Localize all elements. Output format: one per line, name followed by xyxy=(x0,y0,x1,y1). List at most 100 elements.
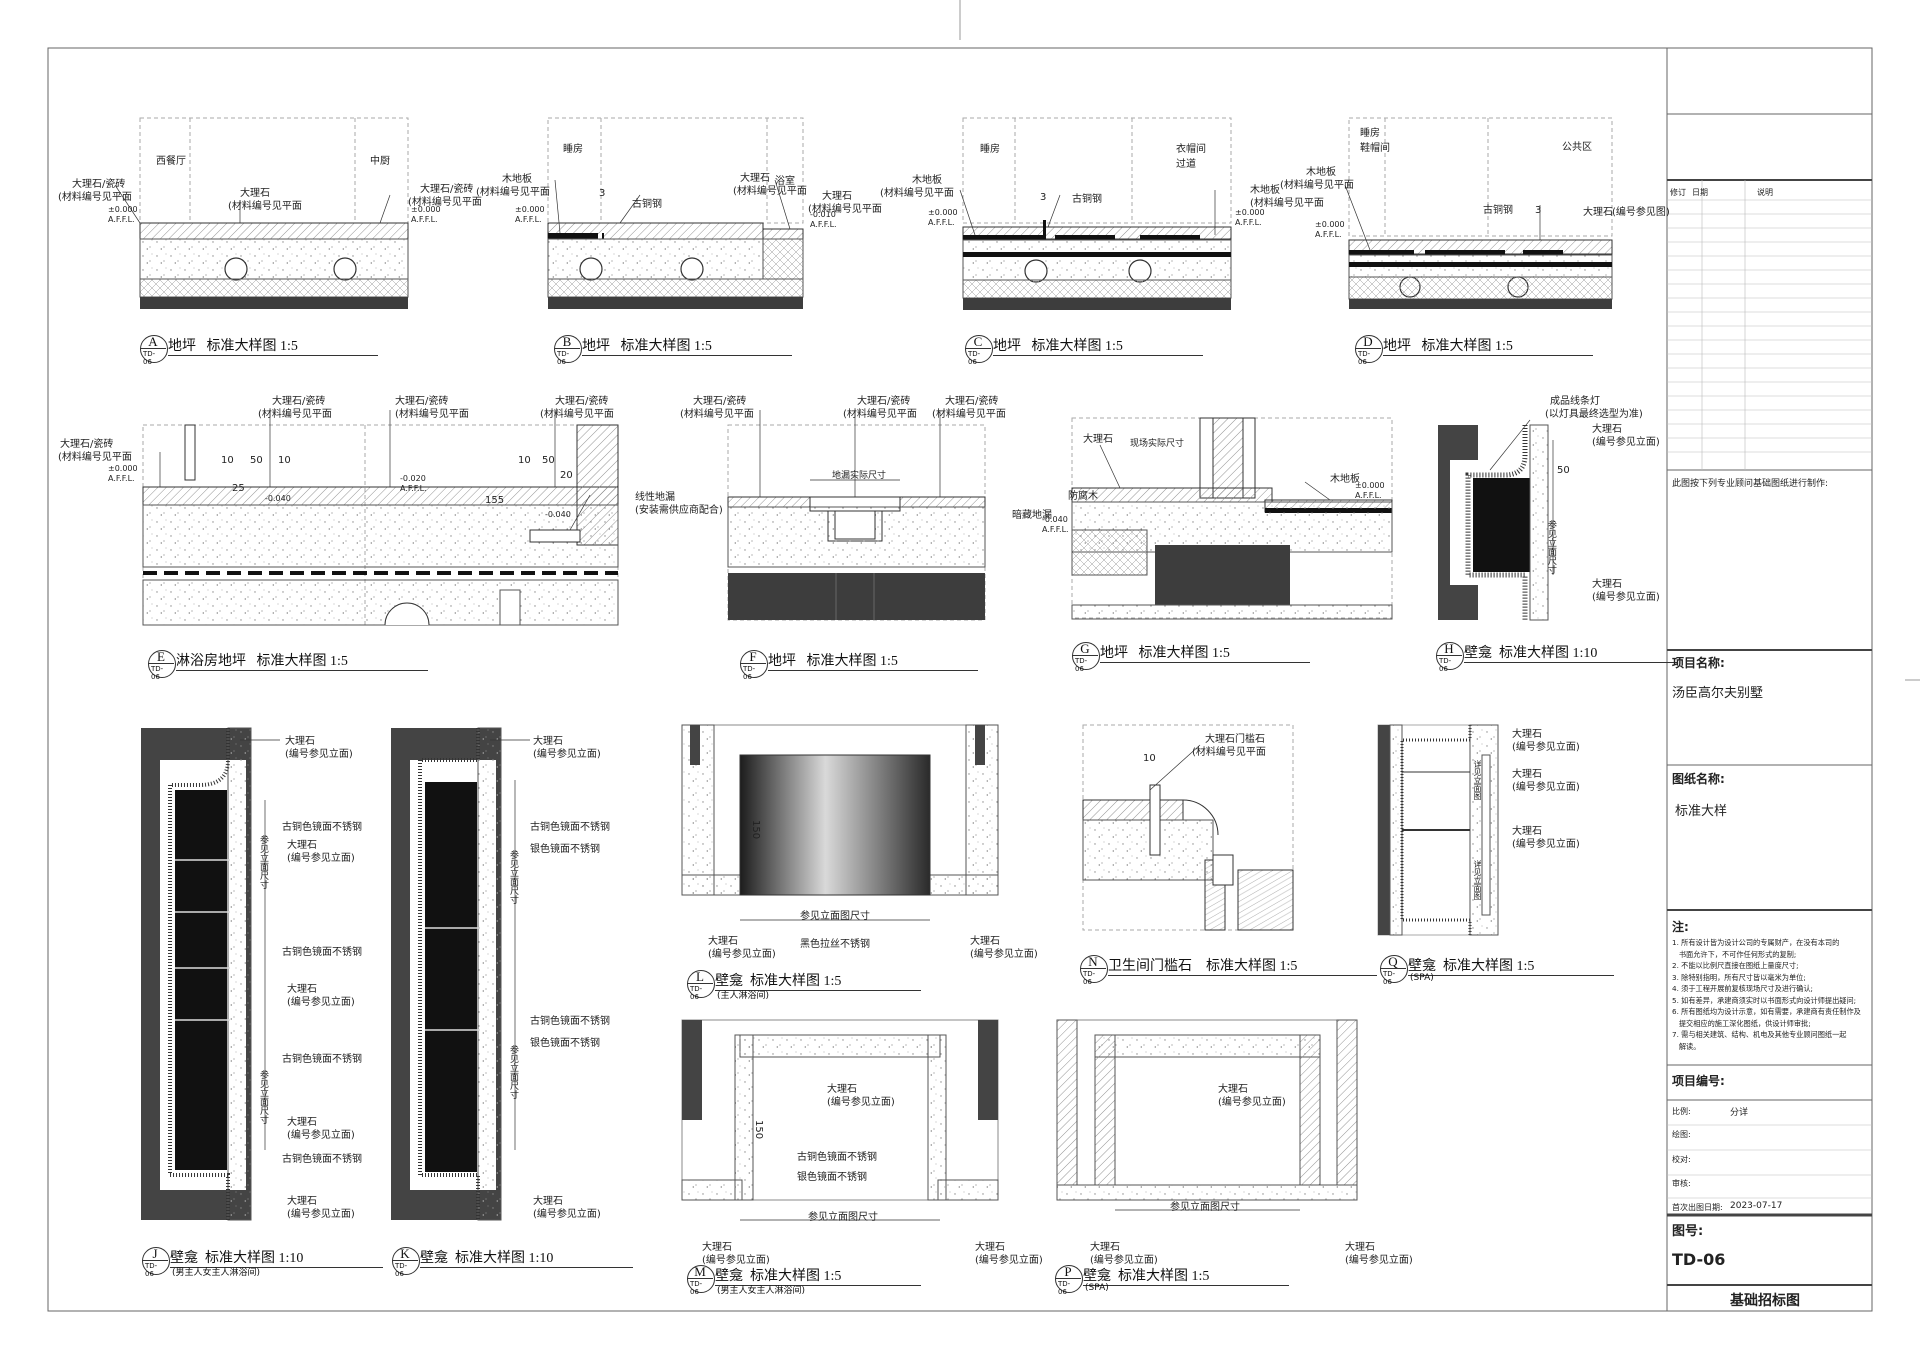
detail-letter: Q xyxy=(1388,954,1398,969)
material-note: 大理石 xyxy=(533,1196,563,1207)
detail-D-floor-section xyxy=(1348,117,1613,309)
detail-tag-divider xyxy=(142,1260,168,1261)
detail-title-text: 壁龛 标准大样图 1:5 xyxy=(715,970,922,991)
material-note: 大理石 xyxy=(1083,434,1113,445)
material-note: 木地板 xyxy=(1250,185,1280,196)
material-note: 古铜色镜面不锈钢 xyxy=(530,1016,610,1027)
level-mark: -0.040 xyxy=(1042,515,1068,524)
drawing-name-label: 图纸名称: xyxy=(1672,772,1725,786)
level-mark: ±0.000 xyxy=(928,208,958,217)
material-note: (编号参见立面) xyxy=(287,1209,355,1220)
project-name-label: 项目名称: xyxy=(1672,656,1725,670)
detail-tag-divider xyxy=(1055,1278,1081,1279)
material-note: 成品线条灯 xyxy=(1550,396,1600,407)
sheet-title: 基础招标图 xyxy=(1730,1293,1800,1309)
material-note: 银色镜面不锈钢 xyxy=(797,1172,867,1183)
material-note: 大理石/瓷砖 xyxy=(60,439,114,450)
material-note: 大理石 xyxy=(533,736,563,747)
scale-label: 比例: xyxy=(1672,1107,1691,1116)
level-mark: ±0.000 xyxy=(411,205,441,214)
level-mark: A.F.F.L. xyxy=(1235,218,1262,227)
material-note: (编号参见立面) xyxy=(1592,592,1660,603)
dimension-text: 155 xyxy=(485,495,505,506)
detail-E-shower-floor-section xyxy=(142,424,619,626)
material-note: (编号参见立面) xyxy=(1512,839,1580,850)
level-mark: ±0.000 xyxy=(108,464,138,473)
detail-subtitle: (男主人女主人淋浴间) xyxy=(717,1286,806,1296)
notes-list: 1. 所有设计皆为设计公司的专属财产，在没有本司的 书面允许下，不可作任何形式的… xyxy=(1672,937,1861,1052)
dimension-text: 参见立面尺寸 xyxy=(258,835,268,889)
detail-letter: L xyxy=(696,969,704,984)
material-note: 大理石 xyxy=(1592,424,1622,435)
detail-ref: TD-06 xyxy=(1358,350,1371,366)
revision-col-date: 日期 xyxy=(1692,188,1708,197)
material-note: 大理石/瓷砖 xyxy=(555,396,609,407)
detail-letter: F xyxy=(749,649,757,664)
project-name: 汤臣高尔夫别墅 xyxy=(1672,686,1764,701)
level-mark: ±0.000 xyxy=(108,205,138,214)
level-mark: -0.010 xyxy=(810,210,836,219)
material-note: 黑色拉丝不锈钢 xyxy=(800,939,870,950)
material-note: 古铜色镜面不锈钢 xyxy=(530,822,610,833)
detail-letter: P xyxy=(1064,1264,1072,1279)
room-label: 衣帽间 xyxy=(1176,144,1206,155)
detail-title-text: 地坪 标准大样图 1:5 xyxy=(582,335,792,356)
level-mark: A.F.F.L. xyxy=(1355,491,1382,500)
detail-letter: E xyxy=(157,649,165,664)
material-note: 大理石 xyxy=(702,1242,732,1253)
material-note: (材料编号见平面 xyxy=(680,409,754,420)
room-label: 浴室 xyxy=(775,176,795,187)
detail-ref: TD-06 xyxy=(151,665,164,681)
level-mark: ±0.000 xyxy=(515,205,545,214)
detail-tag-circle xyxy=(1055,1265,1083,1293)
detail-ref: TD-06 xyxy=(1058,1280,1071,1296)
material-note: 古铜钢 xyxy=(632,199,662,210)
detail-tag-divider xyxy=(1380,968,1406,969)
room-label: 公共区 xyxy=(1562,142,1592,153)
material-note: 古铜色镜面不锈钢 xyxy=(282,1054,362,1065)
detail-title-text: 壁龛 标准大样图 1:10 xyxy=(420,1247,634,1268)
material-note: 大理石 xyxy=(970,936,1000,947)
material-note: (材料编号见平面 xyxy=(808,204,882,215)
detail-tag-circle xyxy=(1380,955,1408,983)
dimension-text: 参见立面尺寸 xyxy=(1546,520,1556,574)
dimension-text: 3 xyxy=(1040,192,1047,203)
level-mark: -0.020 xyxy=(400,474,426,483)
level-mark: -0.040 xyxy=(545,510,571,519)
drain-note: 暗藏地漏 xyxy=(1012,510,1052,521)
detail-ref: TD-06 xyxy=(395,1262,408,1278)
level-mark: A.F.F.L. xyxy=(400,484,427,493)
room-label: 睡房 xyxy=(980,144,1000,155)
detail-tag-circle xyxy=(1080,955,1108,983)
material-note: 大理石 xyxy=(708,936,738,947)
dimension-text: 10 xyxy=(1143,753,1156,764)
note-line: 书面允许下，不可作任何形式的复制; xyxy=(1672,949,1797,959)
dimension-text: 10 xyxy=(518,455,531,466)
dimension-text: 详见立面图 xyxy=(1473,760,1482,800)
note-line: 5. 如有差异，承建商须实时以书面形式向设计师提出疑问; xyxy=(1672,995,1857,1005)
material-note: 银色镜面不锈钢 xyxy=(530,1038,600,1049)
detail-ref: TD-06 xyxy=(1383,970,1396,986)
material-note: 大理石 xyxy=(285,736,315,747)
material-note: 大理石 xyxy=(240,188,270,199)
material-note: 木地板 xyxy=(1330,474,1360,485)
dimension-text: 50 xyxy=(542,455,555,466)
level-mark: ±0.000 xyxy=(1315,220,1345,229)
drain-note: (安装需供应商配合) xyxy=(635,505,723,516)
material-note: (编号参见立面) xyxy=(975,1255,1043,1266)
detail-tag-circle xyxy=(392,1247,420,1275)
dimension-text: 10 xyxy=(278,455,291,466)
note-line: 3. 除特别指明，所有尺寸皆以毫米为单位; xyxy=(1672,972,1806,982)
detail-title-text: 壁龛 标准大样图 1:5 xyxy=(1083,1265,1290,1286)
dimension-text: 详见立面图 xyxy=(1473,860,1482,900)
material-note: 大理石/瓷砖 xyxy=(693,396,747,407)
material-note: 大理石 xyxy=(1592,579,1622,590)
material-note: 古铜色镜面不锈钢 xyxy=(797,1152,877,1163)
material-note: 大理石 xyxy=(827,1084,857,1095)
material-note: 大理石/瓷砖 xyxy=(857,396,911,407)
material-note: 古铜钢 xyxy=(1483,205,1513,216)
detail-tag-divider xyxy=(965,348,991,349)
material-note: (以灯具最终选型为准) xyxy=(1545,409,1643,420)
material-note: (编号参见立面) xyxy=(287,997,355,1008)
dimension-text: 参见立面尺寸 xyxy=(508,850,518,904)
